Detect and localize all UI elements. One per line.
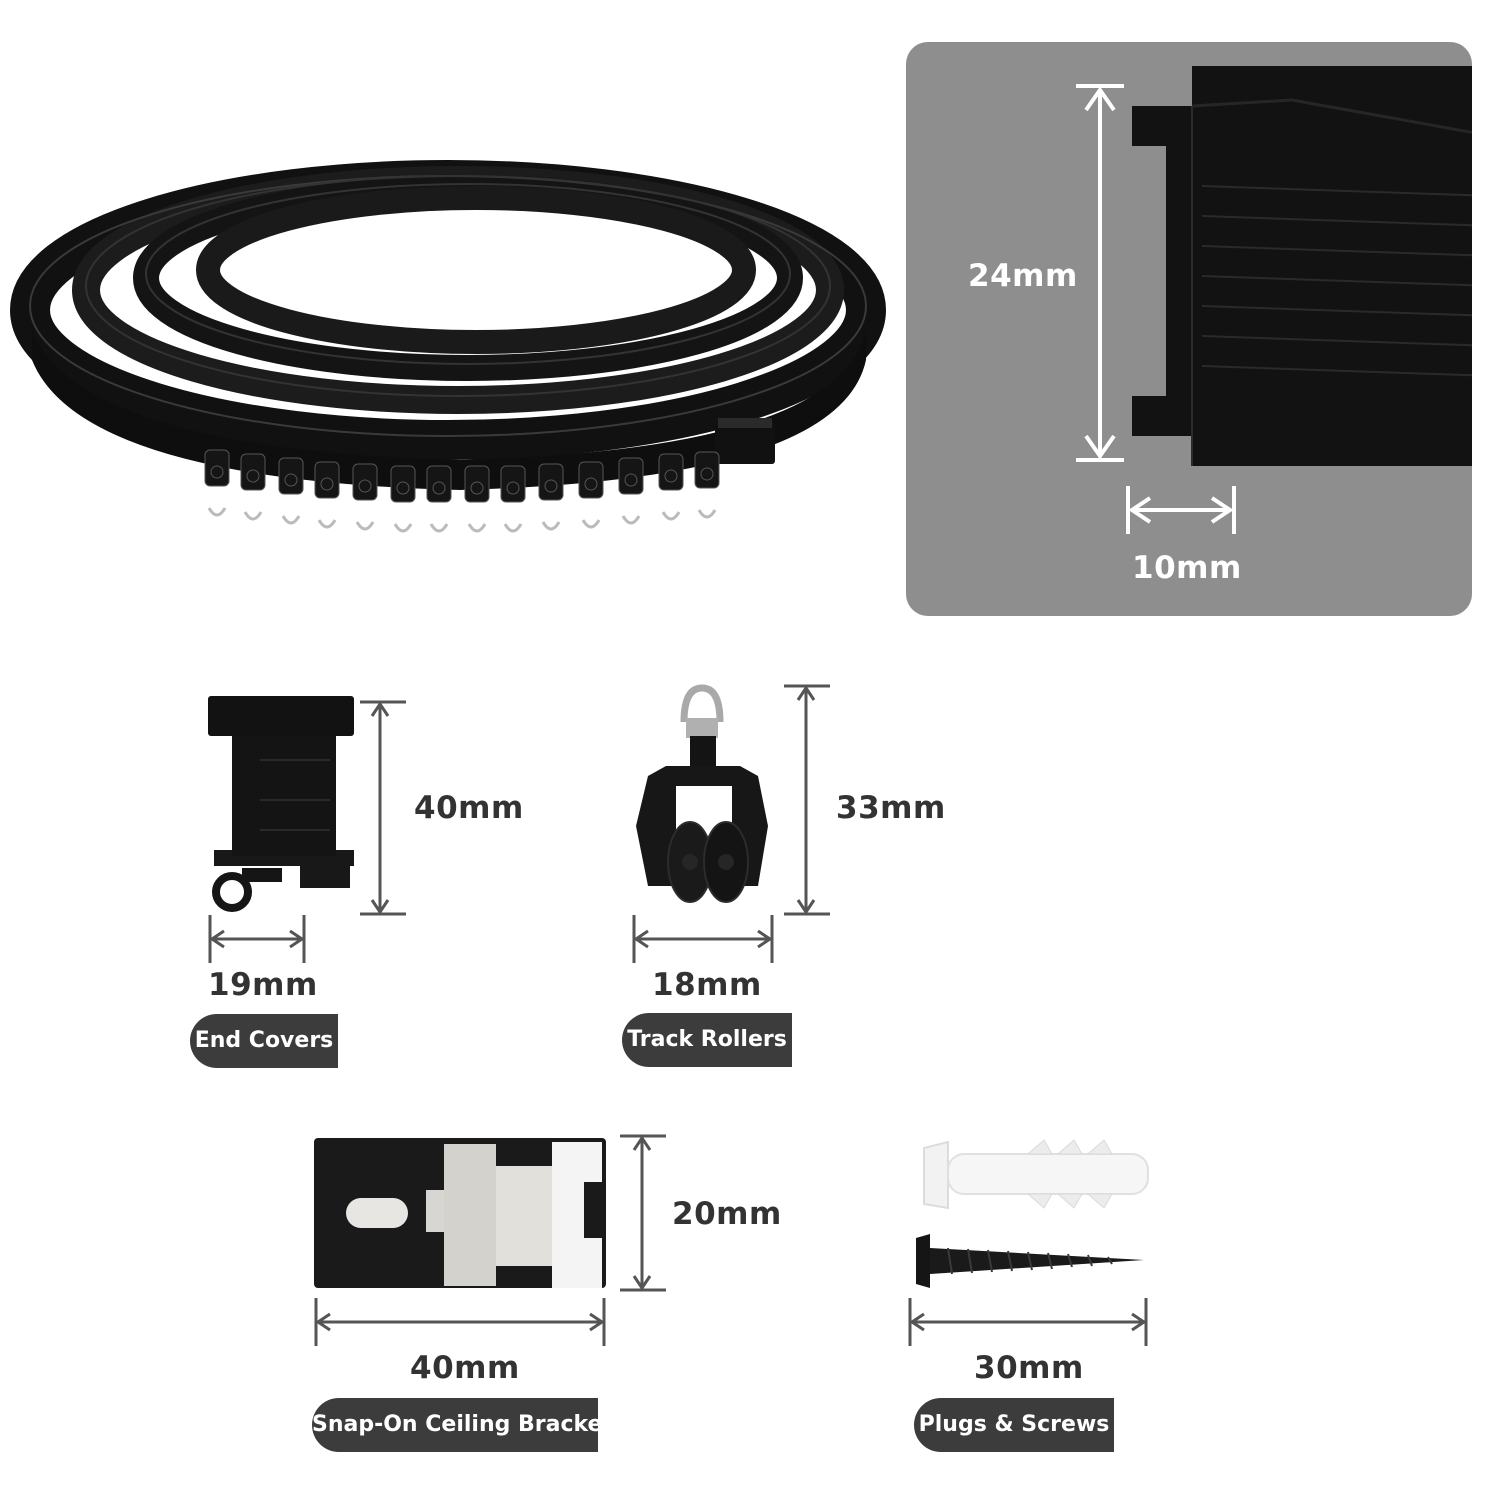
ceiling-bracket-image <box>314 1138 606 1288</box>
track-roller-width-dimension <box>632 915 774 963</box>
coiled-track-image <box>10 160 890 560</box>
profile-height-dimension <box>1076 84 1124 462</box>
track-roller-width-label: 18mm <box>652 967 762 1003</box>
ceiling-bracket-width-label: 40mm <box>410 1350 520 1386</box>
end-cover-height-label: 40mm <box>414 790 524 826</box>
plugs-screws-tag: Plugs & Screws <box>914 1398 1114 1452</box>
profile-height-label: 24mm <box>968 258 1078 294</box>
end-cover-width-dimension <box>208 915 306 963</box>
ceiling-bracket-height-label: 20mm <box>672 1196 782 1232</box>
profile-width-dimension <box>1126 486 1236 534</box>
plugs-screws-image <box>916 1139 1149 1288</box>
ceiling-bracket-tag: Snap-On Ceiling Bracket <box>312 1398 613 1452</box>
ceiling-bracket-height-dimension <box>620 1134 666 1292</box>
end-cover-image <box>208 696 354 912</box>
plugs-screws-width-label: 30mm <box>974 1350 1084 1386</box>
track-roller-height-label: 33mm <box>836 790 946 826</box>
track-roller-height-dimension <box>784 684 830 916</box>
profile-panel: 24mm 10mm <box>906 42 1472 616</box>
ceiling-bracket-width-dimension <box>314 1298 606 1346</box>
end-cover-width-label: 19mm <box>208 967 318 1003</box>
track-profile-image <box>1132 66 1472 466</box>
plugs-screws-width-dimension <box>908 1298 1148 1346</box>
track-rollers-tag: Track Rollers <box>622 1013 792 1067</box>
end-cover-height-dimension <box>360 700 406 916</box>
track-roller-image <box>636 684 768 903</box>
end-covers-tag: End Covers <box>190 1014 338 1068</box>
profile-width-label: 10mm <box>1132 550 1242 586</box>
